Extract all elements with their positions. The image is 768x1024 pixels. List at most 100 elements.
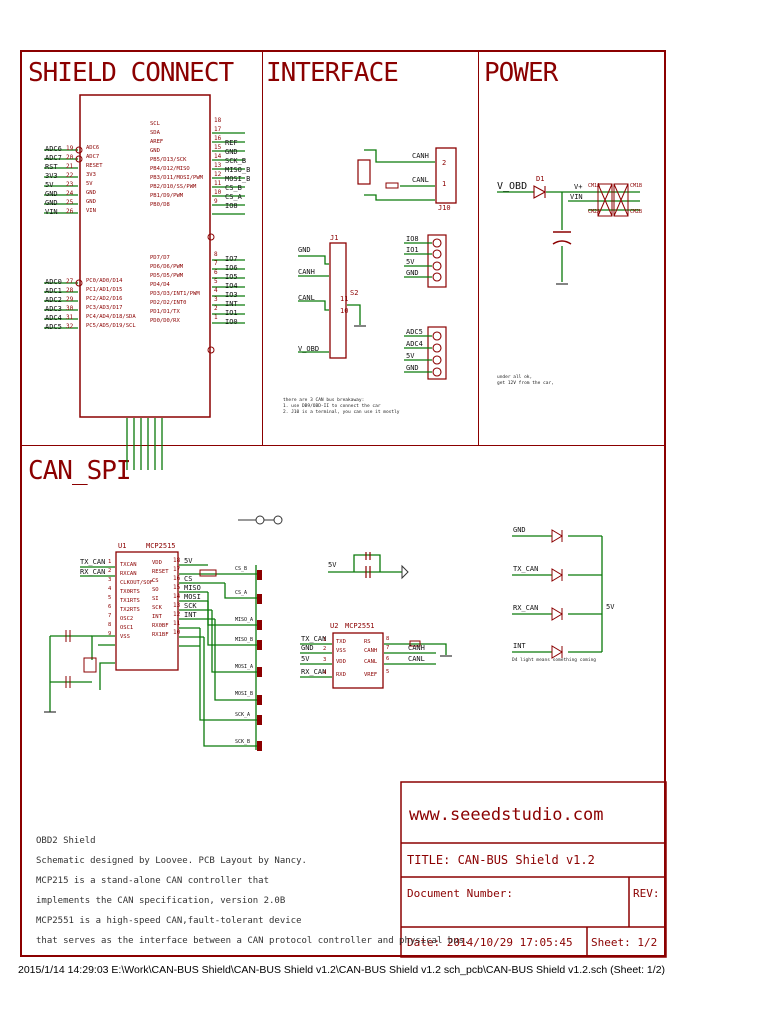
shield-left-net: ADC7 <box>45 154 62 162</box>
spi-net-label: MISO_A <box>235 617 254 623</box>
u1-right-net: MOSI <box>184 593 201 601</box>
schematic-frame <box>20 50 666 957</box>
power-cm1b: CM1B <box>630 183 643 189</box>
title-block-title: TITLE: CAN-BUS Shield v1.2 <box>407 853 595 867</box>
shield-right-num: 10 <box>214 189 222 196</box>
j1-net-canl: CANL <box>298 294 315 302</box>
shield-right-net: REF <box>225 139 238 147</box>
shield-right-pin: PD4/D4 <box>150 282 170 288</box>
divider-shield-interface <box>262 50 263 445</box>
u1-left-num: 6 <box>108 604 112 610</box>
u1-left-num: 1 <box>108 559 112 565</box>
shield-right-pin: AREF <box>150 139 164 145</box>
shield-right-net: CS_B <box>225 184 242 192</box>
shield-left-pin: GND <box>86 199 96 205</box>
u1-right-net: MISO <box>184 584 201 592</box>
title-block-rev: REV: <box>633 887 660 900</box>
j1-pin-10: 10 <box>340 307 349 315</box>
u1-left-pin: VSS <box>120 634 130 640</box>
shield-left-net: 5V <box>45 181 54 189</box>
u1-left-num: 8 <box>108 622 112 628</box>
shield-left-num: 31 <box>66 314 74 321</box>
u2-right-num: 7 <box>386 645 390 651</box>
power-note: under all ok, get 12V from the car, <box>497 375 554 386</box>
shield-right-num: 9 <box>214 198 218 205</box>
u2-left-net: GND <box>301 644 314 652</box>
u1-right-num: 17 <box>173 566 181 573</box>
u2-right-pin: VREF <box>364 672 378 678</box>
shield-right-num: 4 <box>214 287 218 294</box>
u1-right-pin: SO <box>152 587 159 593</box>
shield-right-net: IO8 <box>225 202 238 210</box>
shield-left-num: 21 <box>66 163 74 170</box>
u2-left-num: 1 <box>323 637 327 643</box>
u1-right-net: CS <box>184 575 193 583</box>
shield-right-num: 5 <box>214 278 218 285</box>
title-block-date: Date: 2014/10/29 17:05:45 <box>407 936 573 949</box>
hdr2-net-adc5: ADC5 <box>406 328 423 336</box>
u2-left-net: 5V <box>301 655 310 663</box>
shield-right-num: 1 <box>214 314 218 321</box>
u2-right-num: 5 <box>386 669 390 675</box>
title-block-url: www.seeedstudio.com <box>409 805 604 825</box>
led-net-int: INT <box>513 642 526 650</box>
shield-right-pin: PB1/D9/PWM <box>150 193 184 199</box>
hdr1-net-5v: 5V <box>406 258 415 266</box>
note-line: that serves as the interface between a C… <box>36 936 470 946</box>
shield-left-num: 27 <box>66 278 74 285</box>
power-cm1a: CM1A <box>588 183 601 189</box>
u1-right-num: 15 <box>173 584 181 591</box>
u2-left-num: 2 <box>323 646 327 652</box>
shield-left-num: 19 <box>66 145 74 152</box>
shield-right-num: 7 <box>214 260 218 267</box>
shield-right-net: IO1 <box>225 309 238 317</box>
u1-left-num: 4 <box>108 586 112 592</box>
shield-left-net: VIN <box>45 208 58 216</box>
shield-right-net: MISO_B <box>225 166 251 174</box>
shield-left-pin: PC0/AD0/D14 <box>86 278 123 284</box>
u1-right-pin: RESET <box>152 569 169 575</box>
u1-left-num: 2 <box>108 568 112 574</box>
u2-right-pin: RS <box>364 639 371 645</box>
u2-left-pin: VSS <box>336 648 346 654</box>
u1-right-pin: INT <box>152 614 162 620</box>
spi-net-label: SCK_B <box>235 739 251 745</box>
j1-net-gnd: GND <box>298 246 311 254</box>
u1-left-pin: TXCAN <box>120 562 137 568</box>
u1-left-pin: TX0RTS <box>120 589 140 595</box>
j1-pin-11: 11 <box>340 295 349 303</box>
u2-left-num: 3 <box>323 657 327 663</box>
j10-pin2: 2 <box>442 159 447 167</box>
u1-net-txcan: TX_CAN <box>80 558 106 566</box>
led-note: D4 light means something coming <box>512 658 596 663</box>
shield-right-pin: GND <box>150 148 160 154</box>
hdr1-net-gnd: GND <box>406 269 419 277</box>
shield-right-pin: PD6/D6/PWM <box>150 264 184 270</box>
u1-left-num: 5 <box>108 595 112 601</box>
note-line: implements the CAN specification, versio… <box>36 896 286 906</box>
shield-left-net: ADC3 <box>45 305 62 313</box>
u1-right-net: INT <box>184 611 197 619</box>
shield-right-pin: PB2/D10/SS/PWM <box>150 184 197 190</box>
led-net-rxcan: RX_CAN <box>513 604 539 612</box>
u2-left-pin: TXD <box>336 639 346 645</box>
u1-left-num: 7 <box>108 613 112 619</box>
u1-left-num: 3 <box>108 577 112 583</box>
u2-right-num: 8 <box>386 636 390 642</box>
shield-right-net: IO5 <box>225 273 238 281</box>
shield-left-num: 29 <box>66 296 74 303</box>
u2-left-net: RX_CAN <box>301 668 327 676</box>
u2-right-net: CANH <box>408 644 425 652</box>
spi-net-label: MISO_B <box>235 637 254 643</box>
section-title-power: POWER <box>484 58 558 88</box>
shield-left-net: ADC5 <box>45 323 62 331</box>
section-title-can-spi: CAN_SPI <box>28 456 132 486</box>
u2-right-pin: CANL <box>364 659 378 665</box>
title-block-doc-number: Document Number: <box>407 887 513 900</box>
shield-left-num: 20 <box>66 154 74 161</box>
shield-left-net: RST <box>45 163 58 171</box>
u1-left-pin: OSC2 <box>120 616 134 622</box>
file-path-footer: 2015/1/14 14:29:03 E:\Work\CAN-BUS Shiel… <box>18 964 666 976</box>
note-line: MCP215 is a stand-alone CAN controller t… <box>36 876 269 886</box>
